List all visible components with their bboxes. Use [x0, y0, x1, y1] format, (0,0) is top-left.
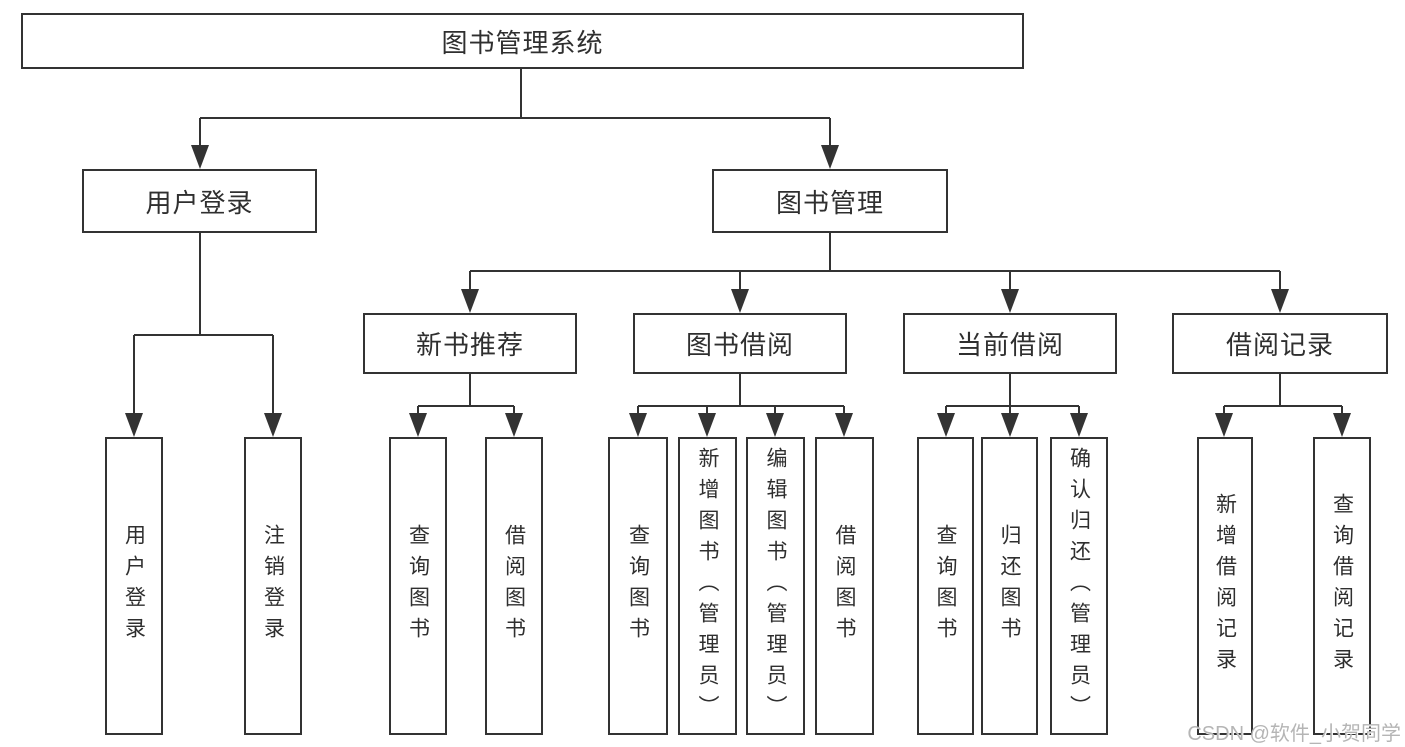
leaf-add-borrow-record: 新增借阅记录 — [1197, 437, 1253, 735]
leaf-confirm-return-admin: 确认归还（管理员） — [1050, 437, 1108, 735]
leaf-query-book-1-label: 查询图书 — [406, 524, 430, 648]
arrowhead-icon — [461, 289, 479, 313]
leaf-query-book-1: 查询图书 — [389, 437, 447, 735]
arrowheads — [125, 145, 1351, 437]
arrowhead-icon — [125, 413, 143, 437]
node-book-borrow: 图书借阅 — [633, 313, 847, 374]
arrowhead-icon — [409, 413, 427, 437]
node-book-management-branch: 图书管理 — [712, 169, 948, 233]
node-borrow-record: 借阅记录 — [1172, 313, 1388, 374]
leaf-borrow-book-1-label: 借阅图书 — [502, 524, 526, 648]
leaf-query-book-2-label: 查询图书 — [626, 524, 650, 648]
leaf-borrow-book-2: 借阅图书 — [815, 437, 874, 735]
arrowhead-icon — [1271, 289, 1289, 313]
node-root-label: 图书管理系统 — [441, 27, 604, 58]
leaf-return-book: 归还图书 — [981, 437, 1038, 735]
connector-lines — [133, 69, 1343, 414]
arrowhead-icon — [937, 413, 955, 437]
leaf-logout: 注销登录 — [244, 437, 302, 735]
leaf-add-book-admin: 新增图书（管理员） — [678, 437, 737, 735]
csdn-watermark: CSDN @软件_小贺同学 — [1187, 723, 1401, 745]
leaf-add-book-admin-label: 新增图书（管理员） — [696, 446, 719, 726]
node-book-borrow-label: 图书借阅 — [685, 330, 794, 360]
leaf-logout-label: 注销登录 — [261, 524, 285, 648]
leaf-query-borrow-record-label: 查询借阅记录 — [1330, 493, 1354, 679]
leaf-return-book-label: 归还图书 — [998, 524, 1021, 648]
node-user-login-branch-label: 用户登录 — [145, 187, 254, 218]
leaf-edit-book-admin-label: 编辑图书（管理员） — [764, 446, 787, 726]
node-book-management-branch-label: 图书管理 — [775, 187, 884, 218]
leaf-add-borrow-record-label: 新增借阅记录 — [1213, 493, 1237, 679]
arrowhead-icon — [766, 413, 784, 437]
leaf-borrow-book-1: 借阅图书 — [485, 437, 543, 735]
leaf-query-book-2: 查询图书 — [608, 437, 668, 735]
arrowhead-icon — [191, 145, 209, 169]
arrowhead-icon — [1001, 289, 1019, 313]
node-new-book-recommend: 新书推荐 — [363, 313, 577, 374]
arrowhead-icon — [731, 289, 749, 313]
leaf-query-book-3-label: 查询图书 — [934, 524, 957, 648]
leaf-query-book-3: 查询图书 — [917, 437, 974, 735]
arrowhead-icon — [505, 413, 523, 437]
arrowhead-icon — [1070, 413, 1088, 437]
arrowhead-icon — [264, 413, 282, 437]
arrowhead-icon — [835, 413, 853, 437]
arrowhead-icon — [698, 413, 716, 437]
node-root: 图书管理系统 — [21, 13, 1024, 69]
arrowhead-icon — [821, 145, 839, 169]
leaf-user-login-label: 用户登录 — [122, 524, 146, 648]
node-current-borrow-label: 当前借阅 — [955, 330, 1064, 360]
arrowhead-icon — [1333, 413, 1351, 437]
leaf-user-login: 用户登录 — [105, 437, 163, 735]
arrowhead-icon — [629, 413, 647, 437]
arrowhead-icon — [1001, 413, 1019, 437]
node-new-book-recommend-label: 新书推荐 — [415, 330, 524, 360]
node-current-borrow: 当前借阅 — [903, 313, 1117, 374]
node-borrow-record-label: 借阅记录 — [1225, 330, 1334, 360]
leaf-borrow-book-2-label: 借阅图书 — [833, 524, 856, 648]
arrowhead-icon — [1215, 413, 1233, 437]
node-user-login-branch: 用户登录 — [82, 169, 317, 233]
leaf-edit-book-admin: 编辑图书（管理员） — [746, 437, 805, 735]
leaf-query-borrow-record: 查询借阅记录 — [1313, 437, 1371, 735]
leaf-confirm-return-admin-label: 确认归还（管理员） — [1067, 446, 1091, 726]
